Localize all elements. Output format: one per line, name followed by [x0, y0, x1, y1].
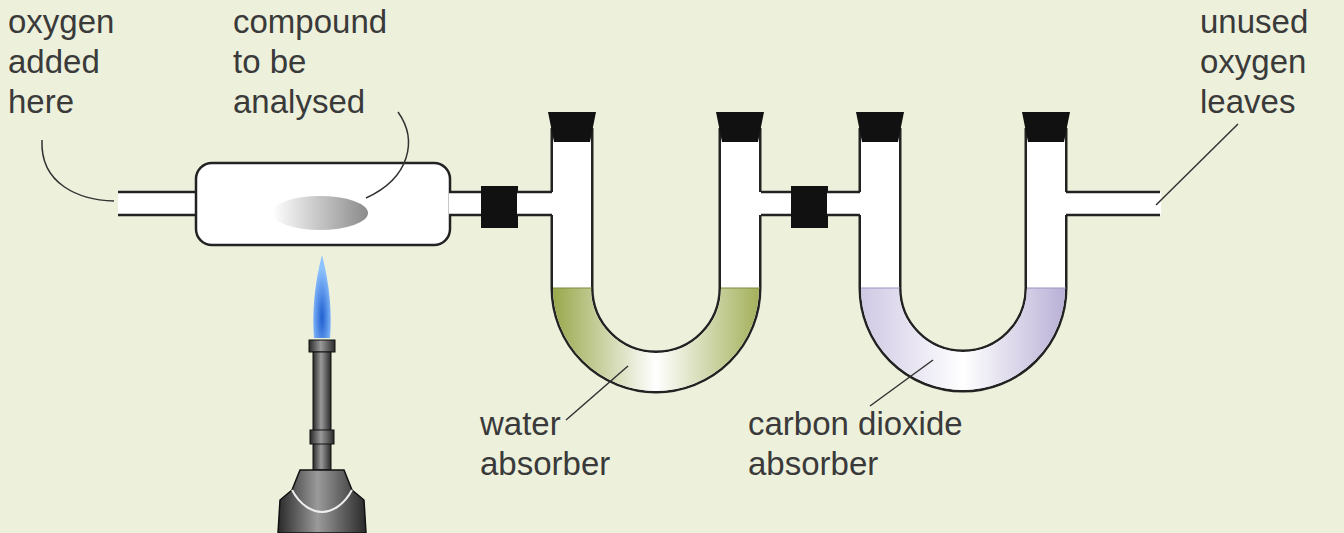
- part-label: unused oxygen leaves: [1200, 2, 1336, 122]
- part-label: compound to be analysed: [233, 2, 411, 122]
- part-label: carbon dioxide absorber: [748, 404, 993, 484]
- part-label: water absorber: [480, 404, 625, 484]
- part-label: oxygen added here: [8, 2, 138, 122]
